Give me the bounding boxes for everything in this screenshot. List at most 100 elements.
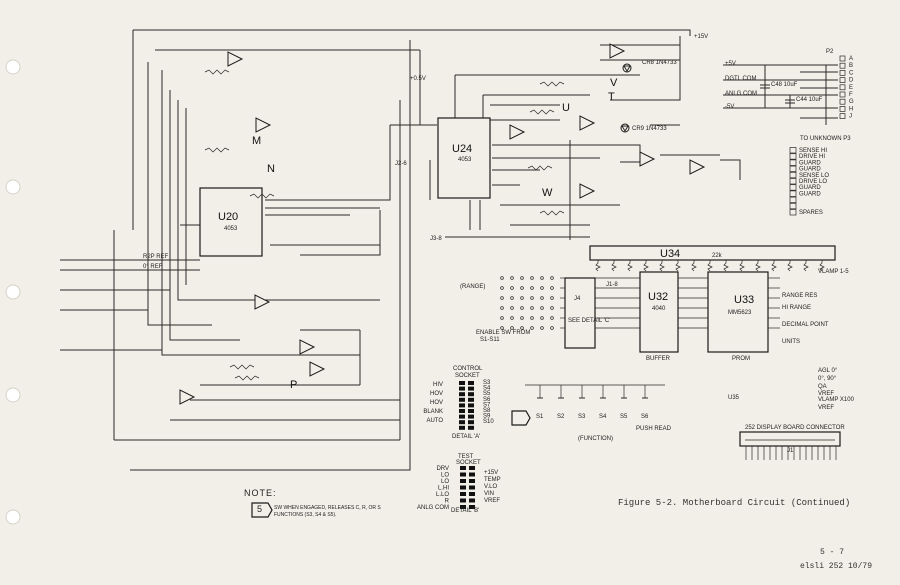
range-pin — [500, 286, 504, 290]
socket-pin — [468, 392, 474, 397]
range-pin — [550, 276, 554, 280]
range-pin — [550, 296, 554, 300]
socket-pin — [459, 392, 465, 397]
binder-hole — [5, 284, 21, 300]
ic-u20 — [199, 187, 263, 257]
note-badge — [251, 502, 273, 518]
u33-output-label: HI RANGE — [782, 305, 811, 311]
p3-row-label: DRIVE LO — [799, 179, 827, 185]
page-footer: elsli 252 10/79 — [800, 562, 873, 571]
p2-pin-label: A — [849, 56, 853, 62]
resistor-symbol — [204, 147, 230, 153]
p2-pin-label: B — [849, 63, 853, 69]
p3-pin — [789, 153, 797, 160]
cr8-label: CR8 1N4733 — [642, 60, 677, 66]
detail-a-left-label: HOV — [430, 391, 443, 397]
pullup-resistor — [643, 260, 649, 272]
socket-pin — [459, 414, 465, 419]
signal-zero-ref: 0° REF — [143, 264, 163, 270]
binder-hole — [5, 509, 21, 525]
range-pin — [550, 316, 554, 320]
op-amp-symbol — [689, 159, 706, 175]
pullup-resistor — [803, 260, 809, 272]
resistor-symbol — [527, 165, 553, 171]
resistor-symbol — [204, 69, 230, 75]
range-pin — [500, 316, 504, 320]
display-connector-title: 252 DISPLAY BOARD CONNECTOR — [745, 425, 845, 431]
range-pin — [550, 286, 554, 290]
ic-u32 — [639, 271, 679, 353]
range-pin — [500, 276, 504, 280]
range-pin — [550, 306, 554, 310]
p2-pin — [839, 70, 846, 76]
test-pin — [460, 498, 466, 503]
opamp-t-label: T — [608, 91, 615, 103]
p2-pin — [839, 98, 846, 105]
p2-rail-label: DGTL COM — [725, 76, 756, 82]
p3-pin — [789, 202, 797, 210]
test-pin — [469, 498, 475, 503]
test-pin — [469, 479, 475, 483]
signal-to-unknown: TO UNKNOWN P3 — [800, 136, 851, 142]
wiring-frame — [60, 29, 741, 471]
range-pin — [520, 306, 524, 310]
push-read-label: PUSH READ — [636, 426, 672, 432]
p3-pin — [789, 209, 797, 216]
detail-b-left-label: R — [445, 499, 450, 505]
ic-u33 — [707, 271, 769, 353]
socket-pin — [468, 425, 474, 430]
range-pin — [510, 296, 514, 300]
range-pin — [540, 326, 544, 330]
p3-pin — [789, 178, 797, 185]
resistor-symbol — [234, 375, 260, 381]
detail-a-left-label: HIV — [433, 382, 443, 388]
function-key-label: S1 — [536, 414, 544, 420]
pullup-resistor — [787, 260, 793, 272]
range-pin — [520, 286, 524, 290]
c48-label: C48 10uF — [771, 82, 798, 88]
resistor-symbol — [229, 364, 255, 370]
ic-u34 — [589, 245, 836, 261]
test-pin — [460, 505, 466, 509]
pullup-resistor — [707, 260, 713, 272]
detail-a-control-socket: CONTROLSOCKETHIVHOVHOVBLANKAUTOS3S4S5S6S… — [423, 366, 494, 440]
range-pin — [540, 316, 544, 320]
detail-b-right-label: +15V — [484, 470, 498, 476]
range-pin — [540, 276, 544, 280]
p3-pin — [789, 147, 797, 154]
range-pin — [520, 296, 524, 300]
pullup-resistor — [691, 260, 697, 272]
socket-pin — [459, 420, 465, 425]
function-label: (FUNCTION) — [578, 436, 613, 442]
p2-pin — [839, 84, 846, 91]
detail-b-right-label: VIN — [484, 491, 494, 497]
op-amp-symbol — [179, 389, 196, 405]
p2-pin-label: F — [849, 92, 853, 98]
range-pin — [540, 296, 544, 300]
opamp-n-label: N — [267, 163, 275, 175]
v-plus2-label: +0.5V — [410, 76, 426, 82]
u24-label: U24 — [452, 143, 472, 155]
pullup-resistor — [723, 260, 729, 272]
enable-label: ENABLE SW FROM — [476, 330, 530, 336]
detail-b-caption: DETAIL 'B' — [451, 508, 479, 514]
detail-b-left-label: L.HI — [438, 486, 449, 492]
range-pin — [500, 306, 504, 310]
p3-row-label: SPARES — [799, 210, 823, 216]
op-amps — [179, 43, 706, 405]
binder-hole — [5, 59, 21, 75]
p3-row-label: GUARD — [799, 160, 821, 166]
p2-pin-label: E — [849, 85, 853, 91]
p3-pin — [789, 190, 797, 197]
p2-rail-label: ANLG COM — [725, 91, 757, 97]
pullup-resistor — [739, 260, 745, 272]
note-text-2: FUNCTIONS (S3, S4 & S5). — [274, 512, 337, 518]
detail-b-left-label: LO — [441, 479, 449, 485]
test-pin — [460, 492, 466, 496]
op-amp-symbol — [254, 294, 271, 310]
function-key-label: S5 — [620, 414, 628, 420]
pullup-resistor — [611, 260, 617, 272]
range-pin — [500, 296, 504, 300]
op-amp-symbol — [639, 151, 656, 167]
function-key-label: S4 — [599, 414, 607, 420]
